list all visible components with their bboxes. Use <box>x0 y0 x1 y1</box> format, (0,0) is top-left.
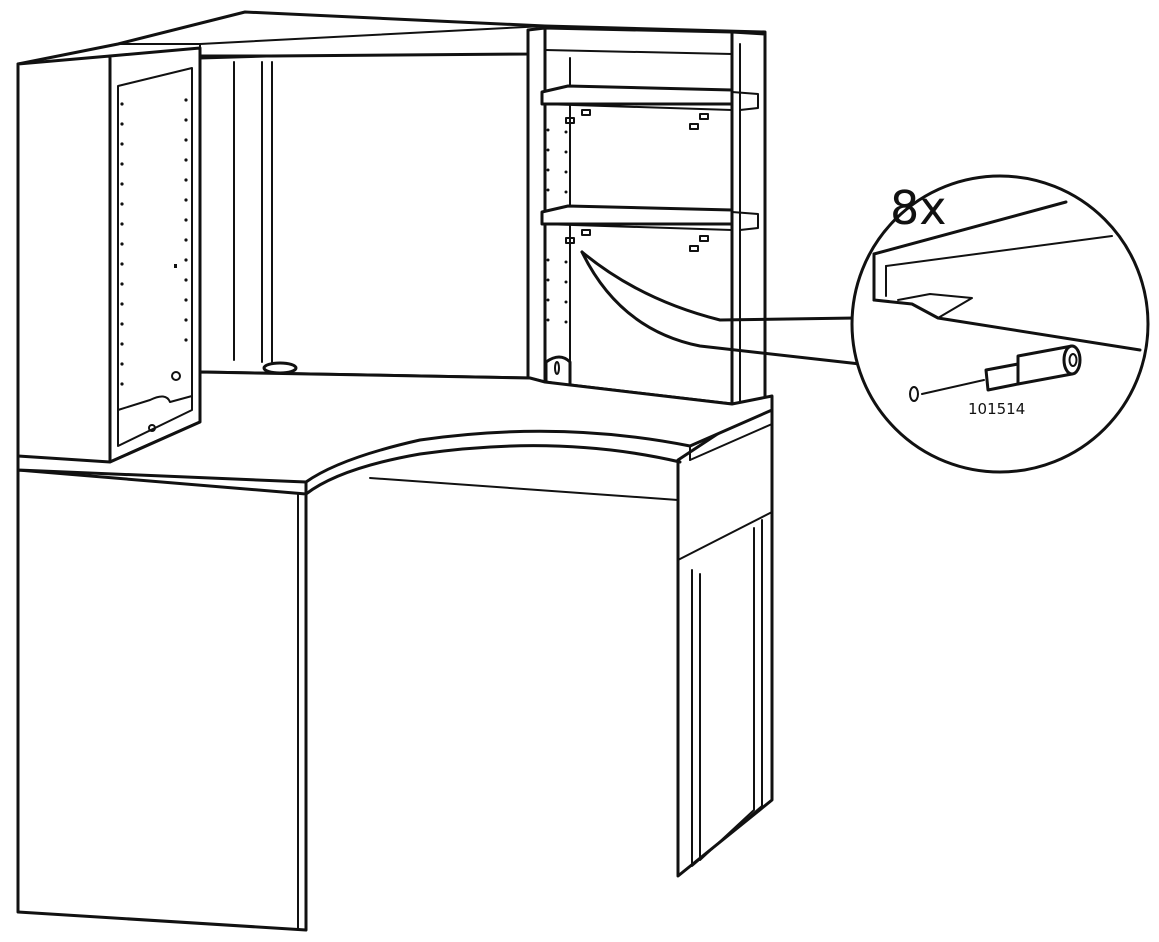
shelf-support-pin-icon <box>909 344 1082 402</box>
callout-leader-inner <box>580 250 858 322</box>
detail-magnifier <box>850 174 1150 474</box>
hutch-back-panel <box>198 46 532 380</box>
right-support-frame <box>676 396 774 878</box>
right-unit-peg-holes <box>546 128 568 324</box>
left-tower-peg-holes <box>120 98 188 386</box>
left-leg-panel <box>16 468 308 932</box>
desk-top <box>16 361 774 501</box>
upper-shelf <box>540 84 759 111</box>
quantity-label: 8x <box>890 181 947 235</box>
callout-leader <box>580 250 862 366</box>
part-number-label: 101514 <box>968 400 1025 418</box>
lower-shelf <box>540 204 759 231</box>
left-hutch-tower <box>16 46 202 464</box>
shelf-support-pins <box>565 109 709 252</box>
